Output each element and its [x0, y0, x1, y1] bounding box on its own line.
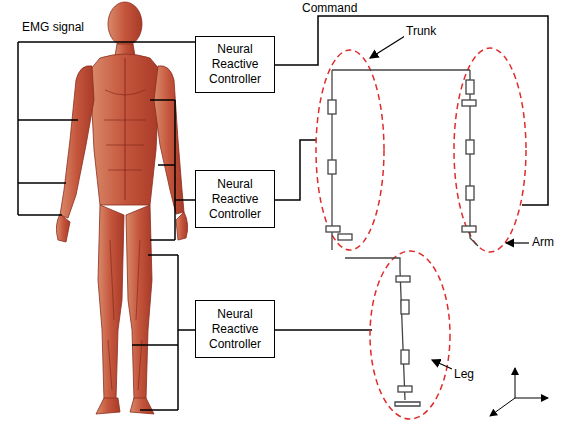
controller-label: Neural Reactive Controller	[201, 307, 269, 352]
controller-box: Neural Reactive Controller	[195, 36, 275, 93]
axes-symbol	[490, 368, 548, 416]
controller-label: Neural Reactive Controller	[201, 177, 269, 222]
command-label: Command	[300, 1, 359, 15]
controller-box: Neural Reactive Controller	[195, 300, 275, 358]
part-label: Leg	[452, 367, 476, 381]
callout-arrow	[370, 36, 529, 369]
text-wrap: Neural Reactive Controller	[201, 307, 269, 352]
signal-label: EMG signal	[20, 20, 86, 34]
dashed-region	[316, 48, 526, 419]
text-wrap: Neural Reactive Controller	[201, 177, 269, 222]
part-label: Trunk	[404, 24, 438, 38]
part-label: Arm	[530, 235, 556, 249]
text-wrap: Neural Reactive Controller	[201, 42, 269, 87]
controller-box: Neural Reactive Controller	[195, 170, 275, 228]
controller-label: Neural Reactive Controller	[201, 42, 269, 87]
robot-skeleton	[326, 70, 478, 406]
signal-wire	[18, 16, 548, 410]
human-figure	[56, 2, 187, 414]
